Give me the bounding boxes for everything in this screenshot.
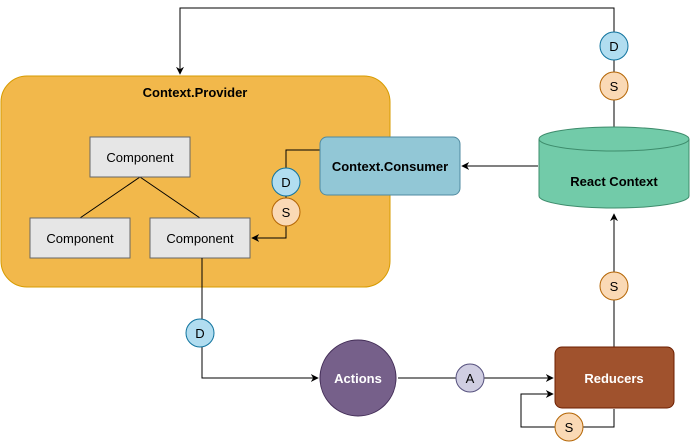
badge-action: A	[455, 363, 485, 393]
reducers-box[interactable]	[554, 346, 675, 409]
svg-text:D: D	[195, 326, 204, 341]
badge-dispatch-consumer: D	[271, 167, 301, 197]
context-consumer-box[interactable]	[319, 136, 461, 196]
component-box-top[interactable]	[89, 136, 191, 178]
svg-text:S: S	[610, 79, 619, 94]
svg-text:A: A	[466, 371, 475, 386]
badge-state-top: S	[599, 71, 629, 101]
edge-react-context-to-provider	[176, 7, 615, 127]
edge-reducers-self-loop	[520, 390, 615, 428]
svg-text:S: S	[282, 205, 291, 220]
edge-component-to-actions	[201, 258, 319, 382]
tree-line-right	[139, 176, 201, 219]
badge-dispatch-top: D	[599, 31, 629, 61]
reducers-label: Reducers	[584, 371, 643, 386]
tree-line-left	[79, 176, 141, 219]
badge-dispatch-component: D	[185, 318, 215, 348]
react-context-label: React Context	[570, 174, 658, 189]
svg-text:D: D	[281, 175, 290, 190]
svg-text:S: S	[565, 420, 574, 435]
component-label-right: Component	[166, 231, 234, 246]
context-consumer-label: Context.Consumer	[332, 159, 448, 174]
svg-text:D: D	[609, 39, 618, 54]
svg-text:S: S	[610, 279, 619, 294]
component-label-top: Component	[106, 150, 174, 165]
actions-label: Actions	[334, 371, 382, 386]
component-box-right[interactable]	[149, 217, 251, 259]
badge-state-consumer: S	[271, 197, 301, 227]
react-context-cylinder[interactable]	[538, 126, 690, 209]
badge-state-reducers: S	[599, 271, 629, 301]
actions-node[interactable]	[319, 339, 397, 417]
component-box-left[interactable]	[29, 217, 131, 259]
context-provider-label: Context.Provider	[143, 85, 248, 100]
component-label-left: Component	[46, 231, 114, 246]
badge-state-loop: S	[554, 412, 584, 442]
